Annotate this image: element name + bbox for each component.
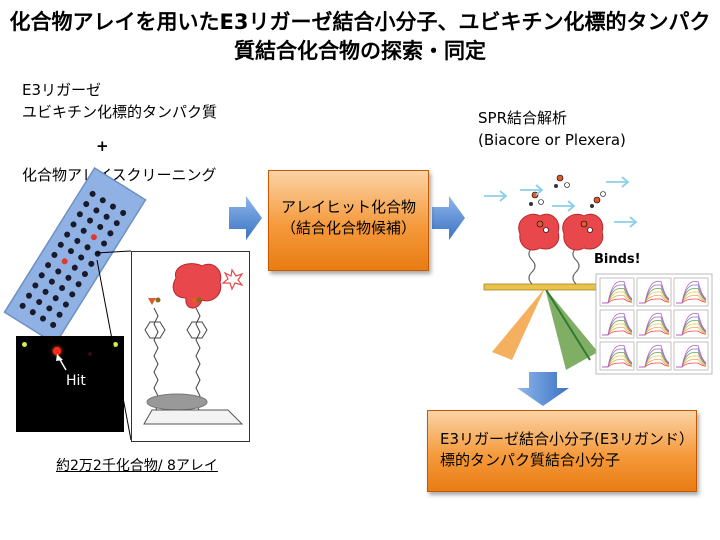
spr-instrument-label: (Biacore or Plexera)	[478, 131, 626, 149]
binds-label: Binds!	[594, 252, 641, 267]
page-title: 化合物アレイを用いたE3リガーゼ結合小分子、ユビキチン化標的タンパク 質結合化合…	[0, 8, 720, 66]
result-line-1: E3リガーゼ結合小分子(E3リガンド）	[440, 430, 694, 448]
arrow-to-hit-box	[229, 196, 262, 240]
plus-sign: +	[96, 137, 109, 155]
arrow-to-spr	[432, 196, 465, 240]
e3-ligase-label: E3リガーゼ	[22, 81, 102, 99]
array-screening-label: 化合物アレイスクリーニング	[22, 166, 217, 184]
faint-spot	[88, 352, 92, 356]
spr-label: SPR結合解析	[478, 109, 567, 127]
array-zoom-drawing	[143, 263, 244, 425]
scan-image: Hit	[16, 336, 124, 432]
hit-box-line-2: （結合化合物候補）	[281, 219, 417, 237]
result-line-2: 標的タンパク質結合小分子	[440, 451, 621, 469]
title-line-2: 質結合化合物の探索・同定	[234, 39, 486, 63]
corner-spot-left	[22, 342, 27, 347]
result-box: E3リガーゼ結合小分子(E3リガンド） 標的タンパク質結合小分子	[427, 410, 697, 492]
arrow-down-to-result	[517, 372, 569, 406]
array-zoom-illustration	[131, 251, 250, 442]
compound-count-caption: 約2万2千化合物/ 8アレイ	[56, 458, 218, 474]
corner-spot-right	[113, 342, 118, 347]
target-protein-label: ユビキチン化標的タンパク質	[22, 103, 218, 121]
array-hit-box: アレイヒット化合物 （結合化合物候補）	[268, 170, 429, 271]
hit-box-line-1: アレイヒット化合物	[281, 198, 417, 216]
hit-pointer-arrow	[56, 354, 67, 371]
hit-spot	[53, 347, 61, 355]
hit-label: Hit	[66, 373, 86, 389]
title-line-1: 化合物アレイを用いたE3リガーゼ結合小分子、ユビキチン化標的タンパク	[9, 10, 711, 34]
